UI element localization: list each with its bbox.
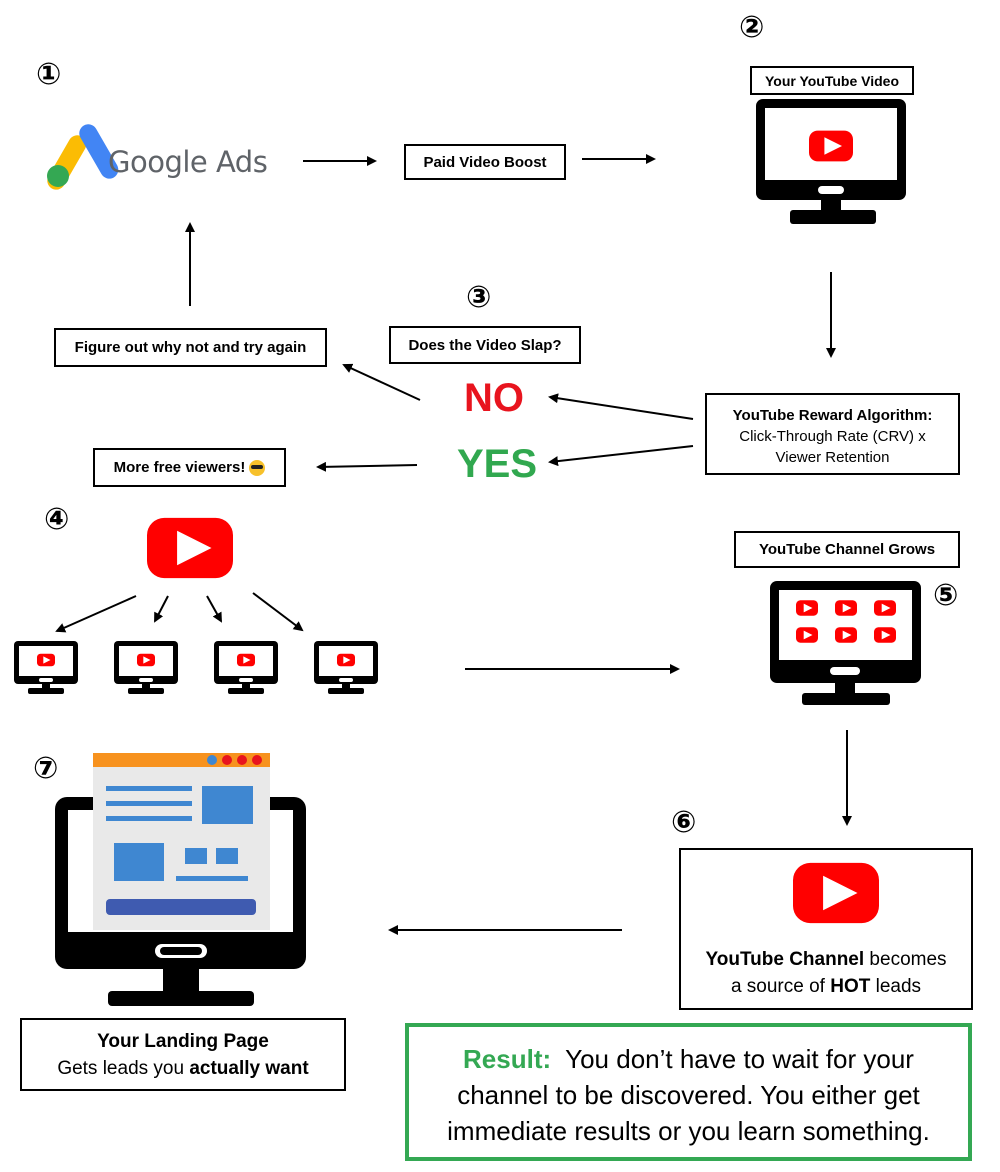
reward-algorithm-box: YouTube Reward Algorithm: Click-Through … [705,393,960,475]
arrow-algorithm-to-no [548,393,694,420]
arrow-split-2 [154,595,169,623]
monitor-icon-small-1 [14,641,78,694]
arrow-split-3 [206,595,222,623]
step-number-5: ⑤ [933,578,959,613]
result-box: Result: You don’t have to wait for your … [405,1023,972,1161]
no-label: NO [464,376,524,420]
step-number-2: ② [739,10,765,45]
your-youtube-video-label: Your YouTube Video [750,66,914,95]
hot-leads-box: YouTube Channel becomes a source of HOT … [679,848,973,1010]
youtube-channel-grows-box: YouTube Channel Grows [734,531,960,568]
step-number-7: ⑦ [33,751,59,786]
monitor-icon-small-2 [114,641,178,694]
monitor-icon-small-4 [314,641,378,694]
arrow-split-1 [55,595,137,633]
youtube-play-icon-large [147,517,233,579]
result-line-3: immediate results or you learn something… [447,1116,930,1146]
sunglasses-emoji-icon [249,459,266,476]
arrow-no-to-figure [342,363,421,401]
landing-page-box: Your Landing Page Gets leads you actuall… [20,1018,346,1091]
result-line-1: Result: You don’t have to wait for your [463,1044,914,1074]
does-video-slap-box: Does the Video Slap? [389,326,581,364]
algorithm-line-1: Click-Through Rate (CRV) x [739,428,926,445]
more-free-viewers-box: More free viewers! [93,448,286,487]
figure-out-box: Figure out why not and try again [54,328,327,367]
step-number-3: ③ [466,280,492,315]
monitor-icon-channel [770,581,921,705]
google-ads-logo [47,124,119,190]
monitor-icon-small-3 [214,641,278,694]
algorithm-line-2: Viewer Retention [775,449,890,466]
hot-leads-line-2: a source of HOT leads [730,976,922,997]
google-ads-logo-text: Google Ads [108,145,268,179]
step-number-4: ④ [44,502,70,537]
step-number-6: ⑥ [671,805,697,840]
step-number-1: ① [36,57,62,92]
arrow-yes-to-viewers [316,461,418,472]
landing-page-text: Gets leads you actually want [57,1058,309,1079]
arrow-split-4 [252,592,304,632]
more-free-viewers-label: More free viewers! [113,459,246,476]
arrow-algorithm-to-yes [548,445,694,467]
landing-page-title: Your Landing Page [97,1031,269,1052]
hot-leads-line-1: YouTube Channel becomes [705,949,947,970]
yes-label: YES [457,442,538,486]
paid-video-boost-box: Paid Video Boost [404,144,566,180]
result-line-2: channel to be discovered. You either get [457,1080,920,1110]
landing-page-computer-icon [55,753,306,1006]
algorithm-title: YouTube Reward Algorithm: [732,407,933,424]
monitor-icon-video [756,99,906,224]
